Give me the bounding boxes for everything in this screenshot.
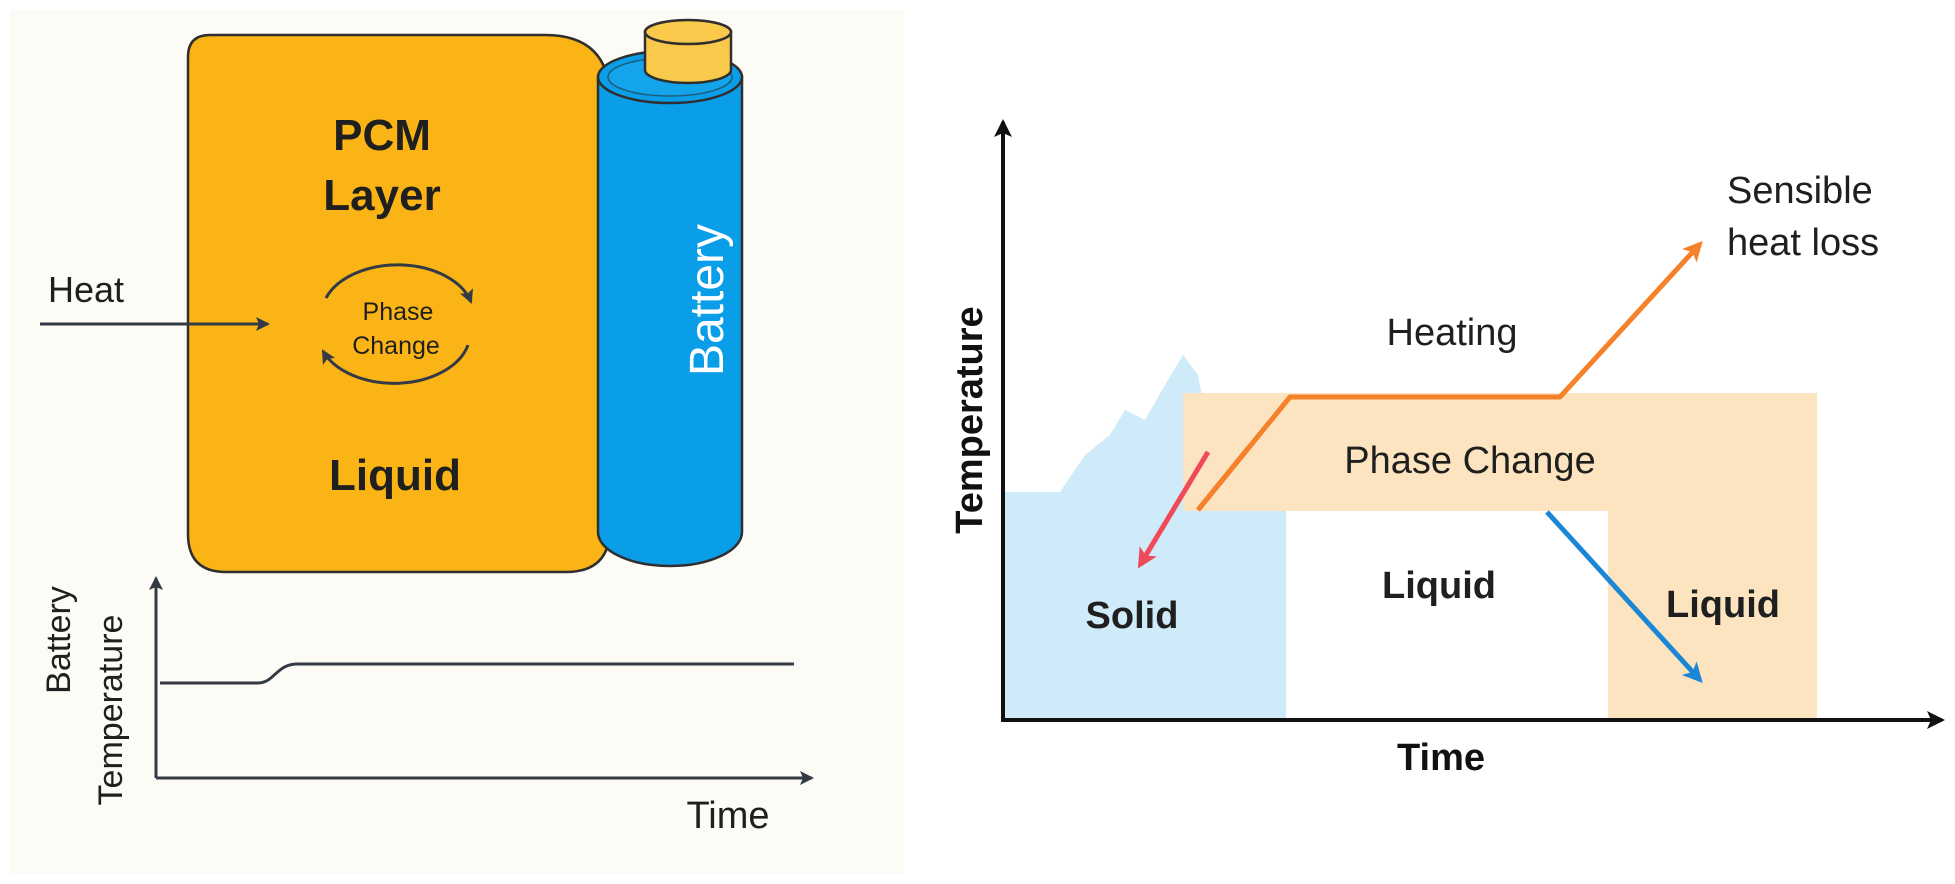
- battery-label: Battery: [681, 224, 734, 376]
- heating-start-segment: [1196, 444, 1252, 512]
- solid-label: Solid: [1086, 595, 1179, 637]
- liquid-right-label: Liquid: [1666, 584, 1780, 626]
- solid-region: [1005, 492, 1286, 720]
- battery-temperature-line: [160, 662, 794, 685]
- battery-cylinder: [596, 49, 744, 568]
- pcm-title-line2: Layer: [323, 171, 440, 220]
- solid-peak-shape: [990, 355, 1222, 492]
- phase-change-line1: Phase: [363, 298, 434, 326]
- battery-graph-ylabel-line1: Battery: [40, 586, 78, 694]
- cooling-arrow-to-liquid: [1545, 510, 1703, 683]
- liquid-center-label: Liquid: [1382, 565, 1496, 607]
- liquid-right-region: [1608, 393, 1817, 720]
- temperature-axis-label: Temperature: [949, 306, 991, 533]
- battery-terminal-cap: [643, 18, 733, 85]
- heat-label: Heat: [48, 269, 124, 310]
- sensible-heat-loss-line2: heat loss: [1727, 222, 1879, 264]
- battery-graph-xlabel: Time: [686, 795, 769, 837]
- time-axis-label: Time: [1397, 737, 1485, 779]
- pcm-layer-block: [186, 33, 612, 574]
- cycle-arrow-top-icon: [324, 263, 473, 304]
- sensible-heat-loss-line1: Sensible: [1727, 170, 1873, 212]
- battery-graph-ylabel-line2: Temperature: [92, 615, 130, 806]
- phase-change-label: Phase Change: [1344, 440, 1595, 482]
- cooling-arrow-to-solid: [1137, 450, 1211, 569]
- cycle-arrow-bottom-icon: [321, 344, 470, 385]
- liquid-label-left: Liquid: [329, 451, 461, 500]
- heating-label: Heating: [1387, 312, 1518, 354]
- pcm-title-line1: PCM: [333, 111, 431, 160]
- phase-change-line2: Change: [352, 332, 440, 360]
